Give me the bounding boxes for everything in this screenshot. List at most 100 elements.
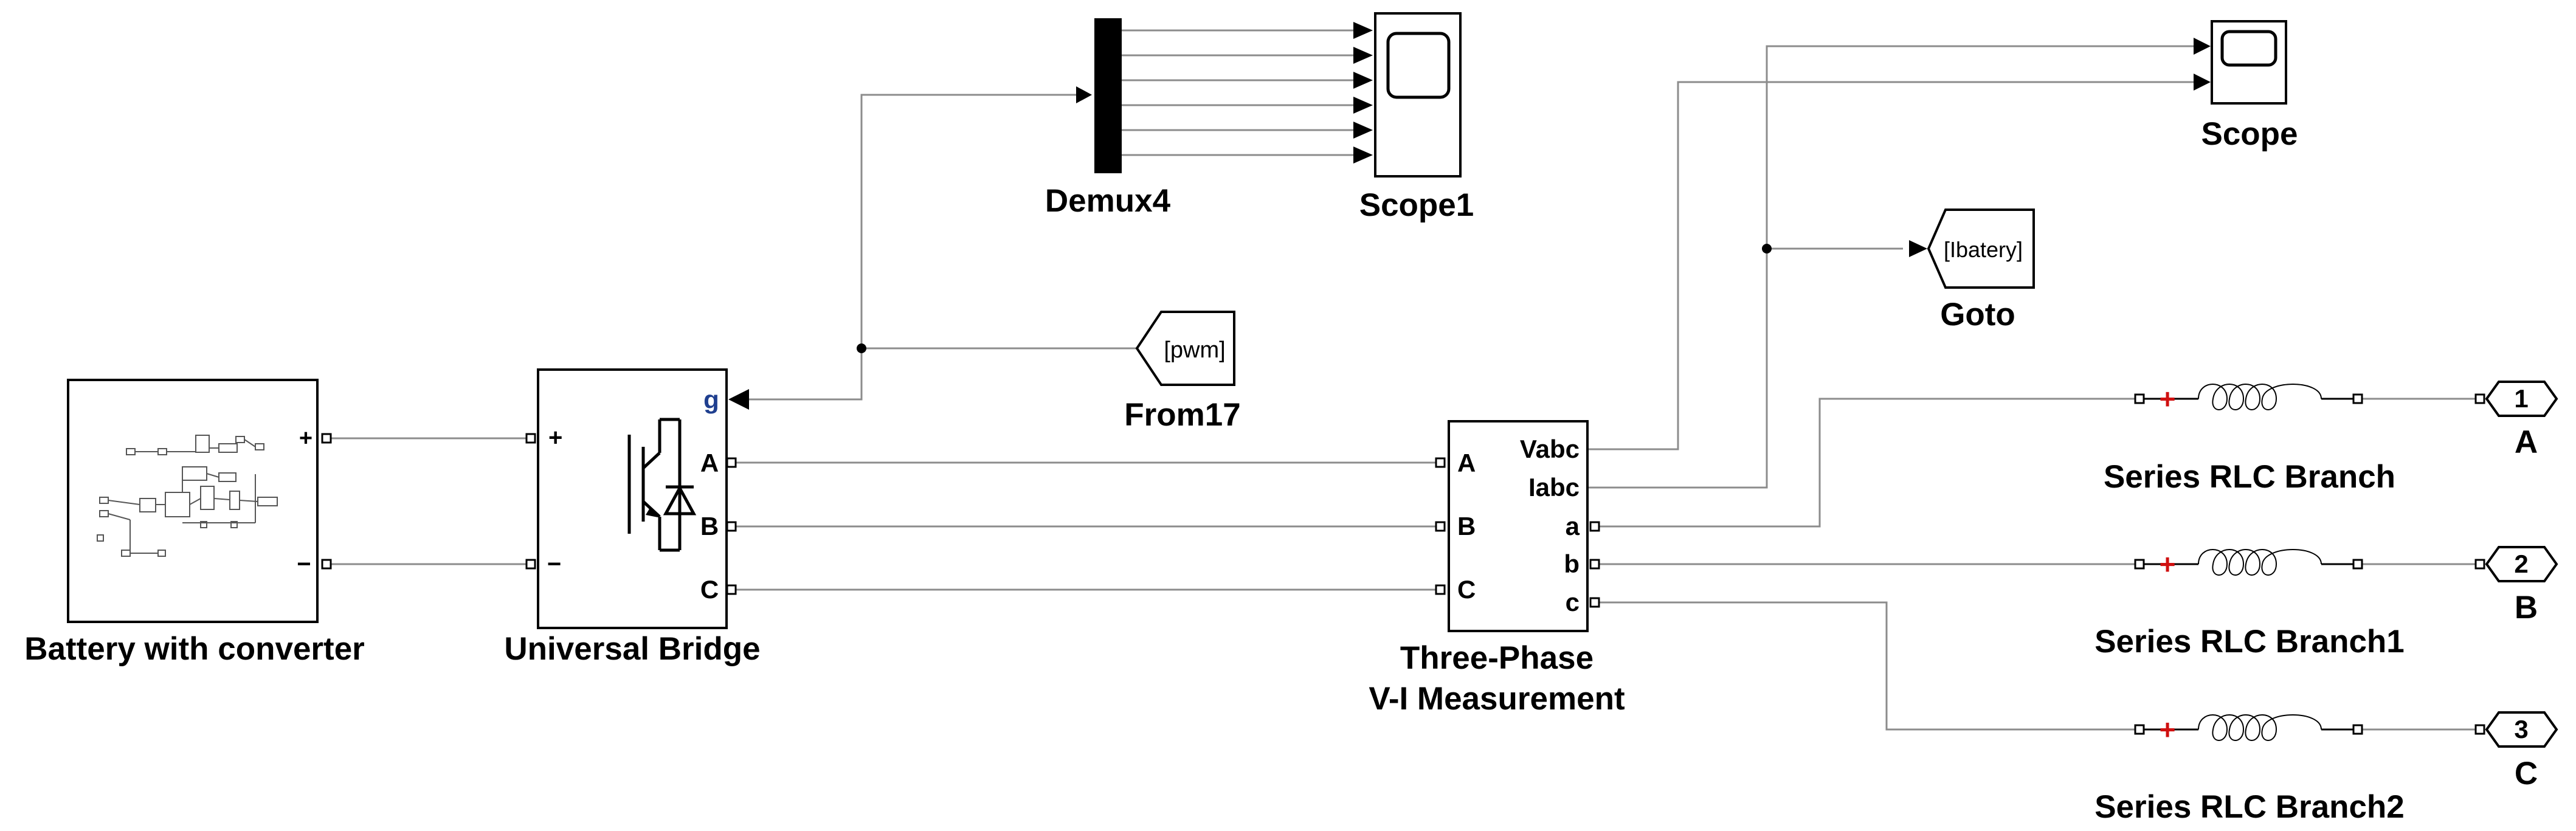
battery-port-minus[interactable]: [321, 559, 332, 570]
vi-port-out-c[interactable]: [1589, 597, 1600, 608]
scope1-block[interactable]: Scope1: [1353, 12, 1474, 223]
inductor-coil-icon: [2198, 384, 2322, 410]
demux4-input-arrow: [1076, 86, 1092, 103]
wire-vabc-to-scope[interactable]: [1586, 81, 2202, 450]
branch-point-pwm: [857, 343, 866, 353]
bridge-port-g-arrow[interactable]: [728, 389, 749, 410]
battery-plus-label: +: [299, 426, 313, 451]
scope1-screen-icon: [1386, 32, 1451, 99]
inductor-coil-icon: [2198, 714, 2322, 741]
vi-in-c-label: C: [1457, 575, 1476, 604]
goto-input-arrow: [1909, 240, 1927, 257]
bridge-plus-label: +: [548, 424, 562, 451]
vi-measurement-body[interactable]: [1448, 420, 1589, 632]
rlc-polarity-mark: +: [2160, 383, 2176, 415]
vi-out-a-label: a: [1566, 512, 1580, 540]
series-rlc-branch-label: Series RLC Branch: [2104, 459, 2395, 495]
battery-minus-label: −: [297, 551, 311, 578]
outport-3-body[interactable]: [2485, 711, 2558, 748]
outport-3-number: 3: [2514, 715, 2528, 743]
wire-pwm-to-g[interactable]: [749, 347, 1137, 401]
subsystem-thumbnail-icon: [97, 435, 278, 557]
goto-block[interactable]: [Ibatery] Goto: [1909, 209, 2035, 333]
universal-bridge-block[interactable]: + − g A B C Universal Bridge: [504, 368, 761, 667]
goto-body[interactable]: [1927, 209, 2035, 289]
rlc1-port-left[interactable]: [2134, 559, 2145, 570]
inductor-coil-icon: [2198, 549, 2322, 576]
universal-bridge-body[interactable]: [537, 368, 728, 629]
vi-port-in-b[interactable]: [1435, 521, 1446, 532]
goto-label: Goto: [1940, 297, 2015, 333]
vi-out-c-label: c: [1566, 588, 1580, 616]
bridge-port-plus[interactable]: [525, 433, 536, 444]
rlc1-polarity-mark: +: [2160, 548, 2176, 580]
rlc-port-right[interactable]: [2352, 393, 2363, 404]
scope-label: Scope: [2201, 116, 2298, 152]
demux4-label: Demux4: [1045, 183, 1171, 219]
bridge-port-a[interactable]: [726, 457, 737, 468]
outport-2-connector[interactable]: [2474, 559, 2485, 570]
battery-block[interactable]: + − Battery with converter: [24, 379, 365, 667]
demux4-block[interactable]: Demux4: [1045, 18, 1171, 219]
wires: [328, 29, 2476, 731]
scope-screen-icon: [2220, 30, 2277, 67]
outport-2-label: B: [2515, 590, 2538, 626]
scope-block[interactable]: Scope: [2194, 20, 2298, 152]
from17-tag: [pwm]: [1164, 337, 1225, 363]
scope-input-arrow-1: [2194, 38, 2211, 55]
rlc1-port-right[interactable]: [2352, 559, 2363, 570]
outport-3[interactable]: 3 C: [2474, 711, 2558, 791]
wire-out-c[interactable]: [1599, 601, 2135, 731]
wire-iabc-to-scope[interactable]: [1586, 45, 2202, 489]
wire-out-a[interactable]: [1599, 398, 2135, 528]
series-rlc-branch-block[interactable]: + Series RLC Branch: [2104, 383, 2395, 495]
outport-2-body[interactable]: [2485, 546, 2558, 582]
goto-tag: [Ibatery]: [1944, 237, 2023, 262]
battery-port-plus[interactable]: [321, 433, 332, 444]
igbt-diode-icon: [627, 418, 697, 552]
vi-port-out-a[interactable]: [1589, 521, 1600, 532]
bridge-port-b-label: B: [700, 512, 719, 540]
bridge-port-c[interactable]: [726, 584, 737, 595]
series-rlc-branch1-block[interactable]: + Series RLC Branch1: [2094, 548, 2405, 660]
from17-body[interactable]: [1135, 311, 1235, 386]
from17-block[interactable]: [pwm] From17: [1124, 311, 1241, 433]
scope1-input-arrows: [1353, 22, 1373, 164]
battery-block-label: Battery with converter: [24, 631, 365, 667]
vi-out-b-label: b: [1564, 550, 1580, 578]
outport-1-connector[interactable]: [2474, 393, 2485, 404]
battery-block-body[interactable]: [67, 379, 319, 623]
rlc2-port-right[interactable]: [2352, 724, 2363, 735]
from17-label: From17: [1124, 397, 1240, 433]
rlc-port-left[interactable]: [2134, 393, 2145, 404]
vi-in-a-label: A: [1457, 449, 1476, 477]
wire-pwm-to-demux[interactable]: [860, 94, 1076, 348]
outport-1[interactable]: 1 A: [2474, 381, 2558, 460]
universal-bridge-label: Universal Bridge: [504, 631, 760, 667]
series-rlc-branch1-label: Series RLC Branch1: [2094, 624, 2405, 660]
branch-point-iabc: [1762, 244, 1772, 253]
bridge-port-g-label: g: [703, 385, 719, 414]
outport-3-label: C: [2515, 756, 2538, 791]
outport-2-number: 2: [2514, 550, 2528, 578]
outport-1-body[interactable]: [2485, 381, 2558, 417]
outport-3-connector[interactable]: [2474, 724, 2485, 735]
bridge-port-b[interactable]: [726, 521, 737, 532]
vi-port-in-c[interactable]: [1435, 584, 1446, 595]
outport-1-number: 1: [2514, 384, 2528, 413]
vi-vabc-label: Vabc: [1520, 435, 1580, 463]
series-rlc-branch2-block[interactable]: + Series RLC Branch2: [2094, 714, 2405, 825]
demux4-body[interactable]: [1094, 18, 1122, 173]
vi-port-out-b[interactable]: [1589, 559, 1600, 570]
bridge-port-minus[interactable]: [525, 559, 536, 570]
bridge-port-c-label: C: [700, 575, 719, 604]
series-rlc-branch2-label: Series RLC Branch2: [2094, 789, 2405, 825]
vi-iabc-label: Iabc: [1528, 473, 1580, 502]
outport-2[interactable]: 2 B: [2474, 546, 2558, 626]
vi-measurement-block[interactable]: A B C Vabc Iabc a b c Three-Phase V-I Me…: [1369, 420, 1625, 717]
rlc2-port-left[interactable]: [2134, 724, 2145, 735]
vi-port-in-a[interactable]: [1435, 457, 1446, 468]
bridge-minus-label: −: [547, 551, 561, 578]
rlc2-polarity-mark: +: [2160, 714, 2176, 745]
